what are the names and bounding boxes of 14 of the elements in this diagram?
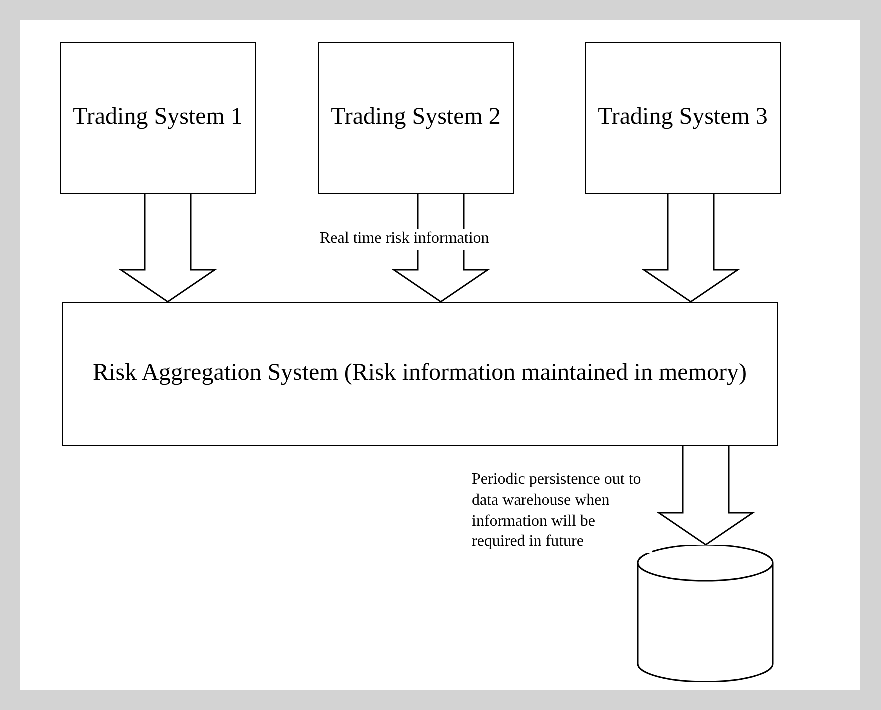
block-arrow: [656, 445, 756, 546]
system-box: [60, 42, 256, 194]
box-label: Trading System 3: [598, 103, 768, 132]
block-arrow: [118, 193, 218, 303]
box-label: Trading System 1: [73, 103, 243, 132]
box-label: Trading System 2: [331, 103, 501, 132]
system-box: [585, 42, 781, 194]
system-box: [318, 42, 514, 194]
edge-label: Real time risk information: [320, 229, 490, 250]
edge-label: Periodic persistence out to data warehouse when information will be required in future: [472, 470, 652, 554]
block-arrow: [642, 193, 740, 303]
box-label: Risk Aggregation System (Risk information maintained in memory): [93, 359, 747, 388]
system-box: [62, 302, 778, 446]
database-cylinder: [637, 545, 774, 682]
